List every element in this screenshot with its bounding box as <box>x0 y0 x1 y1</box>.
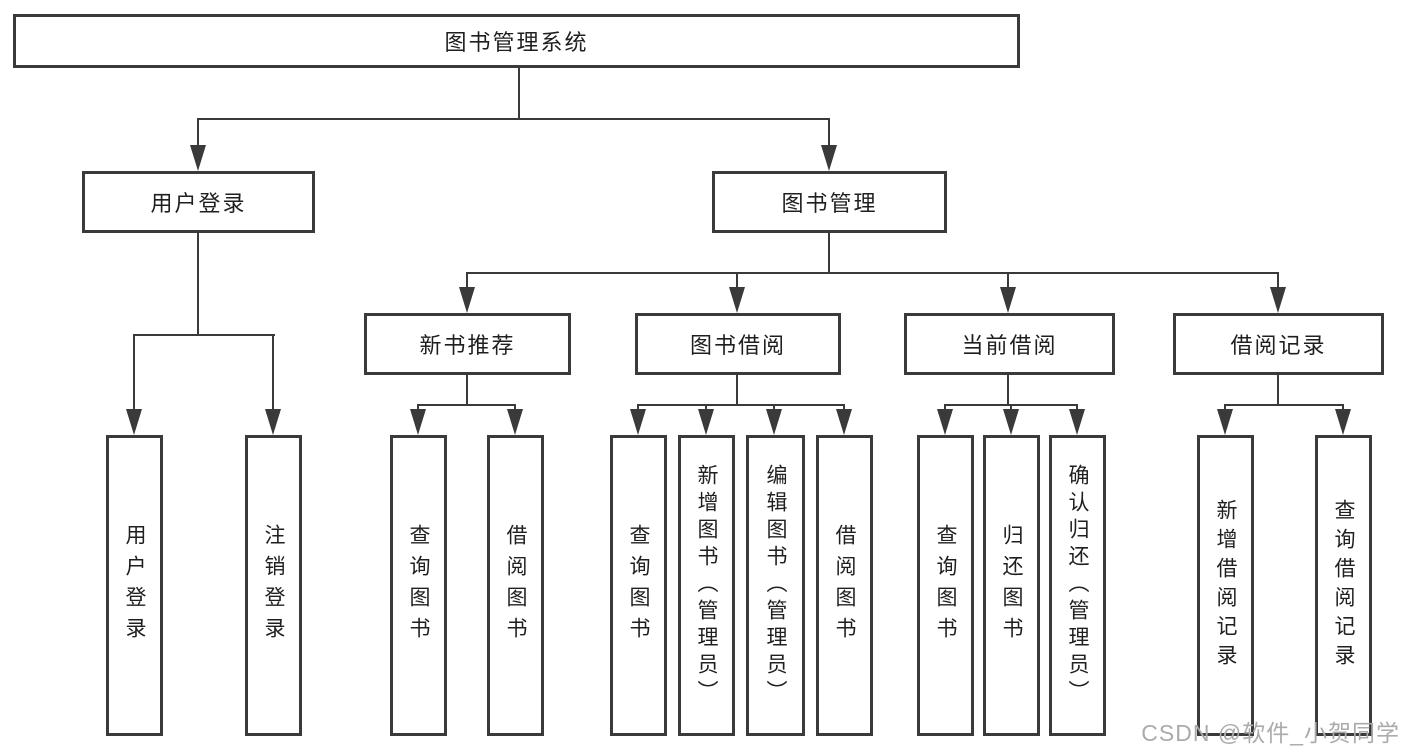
arrow-down-icon <box>937 409 953 435</box>
connector-to-leaf <box>637 404 639 411</box>
connector-to-current-borrowing <box>1007 272 1009 289</box>
arrow-down-icon <box>265 409 281 435</box>
node-user-login-label: 用户登录 <box>150 191 247 216</box>
leaf-cb-return-books-label: 归还图书 <box>1000 523 1023 648</box>
node-borrowing-records: 借阅记录 <box>1173 313 1384 375</box>
connector-to-book-management <box>828 118 830 148</box>
connector-to-leaf <box>944 404 946 411</box>
node-book-management-label: 图书管理 <box>781 191 878 216</box>
node-current-borrowing-label: 当前借阅 <box>961 333 1058 358</box>
leaf-user-login-label: 用户登录 <box>123 523 146 648</box>
connector-to-leaf <box>417 404 419 411</box>
connector-to-leaf <box>514 404 516 411</box>
connector-to-leaf <box>773 404 775 411</box>
connector-to-new-book-recommend <box>466 272 468 289</box>
arrow-down-icon <box>126 409 142 435</box>
leaf-nbr-query-books-label: 查询图书 <box>407 523 430 648</box>
connector-bb-bus <box>637 404 845 406</box>
leaf-cb-query-books: 查询图书 <box>917 435 974 736</box>
connector-root-stem <box>518 68 520 119</box>
leaf-bb-edit-books: 编辑图书（管理员） <box>746 435 805 736</box>
node-current-borrowing: 当前借阅 <box>904 313 1115 375</box>
arrow-down-icon <box>630 409 646 435</box>
node-new-book-recommend-label: 新书推荐 <box>419 333 516 358</box>
node-book-borrowing-label: 图书借阅 <box>689 333 786 358</box>
arrow-down-icon <box>729 287 745 313</box>
connector-to-leaf <box>1010 404 1012 411</box>
leaf-bb-query-books: 查询图书 <box>610 435 667 736</box>
leaf-user-login: 用户登录 <box>106 435 163 736</box>
node-book-borrowing: 图书借阅 <box>635 313 841 375</box>
connector-to-leaf-user-login <box>133 334 135 411</box>
arrow-down-icon <box>1003 409 1019 435</box>
node-root-label: 图书管理系统 <box>444 30 589 55</box>
leaf-nbr-borrow-books: 借阅图书 <box>487 435 544 736</box>
connector-bb-stem <box>736 375 738 406</box>
arrow-down-icon <box>1217 409 1233 435</box>
leaf-bb-edit-books-label: 编辑图书（管理员） <box>764 464 787 707</box>
connector-level3-bus <box>466 272 1279 274</box>
arrow-down-icon <box>1069 409 1085 435</box>
connector-nbr-stem <box>466 375 468 406</box>
arrow-down-icon <box>507 409 523 435</box>
leaf-bb-add-books: 新增图书（管理员） <box>678 435 735 736</box>
node-borrowing-records-label: 借阅记录 <box>1230 333 1327 358</box>
leaf-cb-confirm-return-label: 确认归还（管理员） <box>1066 464 1089 707</box>
connector-br-stem <box>1277 375 1279 406</box>
connector-user-login-bus <box>133 334 275 336</box>
arrow-down-icon <box>836 409 852 435</box>
leaf-nbr-borrow-books-label: 借阅图书 <box>504 523 527 648</box>
connector-cb-stem <box>1007 375 1009 406</box>
leaf-bb-query-books-label: 查询图书 <box>627 523 650 648</box>
connector-nbr-bus <box>417 404 516 406</box>
node-book-management: 图书管理 <box>712 171 947 233</box>
connector-to-borrowing-records <box>1277 272 1279 289</box>
connector-br-bus <box>1224 404 1344 406</box>
connector-user-login-stem <box>197 233 199 336</box>
arrow-down-icon <box>698 409 714 435</box>
arrow-down-icon <box>459 287 475 313</box>
arrow-down-icon <box>1000 287 1016 313</box>
leaf-cb-confirm-return: 确认归还（管理员） <box>1049 435 1106 736</box>
connector-to-leaf <box>1224 404 1226 411</box>
leaf-nbr-query-books: 查询图书 <box>390 435 447 736</box>
arrow-down-icon <box>410 409 426 435</box>
connector-to-leaf-logout <box>272 334 274 411</box>
arrow-down-icon <box>1335 409 1351 435</box>
leaf-cb-query-books-label: 查询图书 <box>934 523 957 648</box>
connector-to-leaf <box>705 404 707 411</box>
leaf-br-add-record: 新增借阅记录 <box>1197 435 1254 736</box>
arrow-down-icon <box>190 145 206 171</box>
connector-to-leaf <box>843 404 845 411</box>
node-user-login: 用户登录 <box>82 171 315 233</box>
connector-to-leaf <box>1342 404 1344 411</box>
connector-to-user-login <box>197 118 199 148</box>
leaf-br-query-record: 查询借阅记录 <box>1315 435 1372 736</box>
arrow-down-icon <box>821 145 837 171</box>
connector-to-book-borrowing <box>736 272 738 289</box>
node-new-book-recommend: 新书推荐 <box>364 313 571 375</box>
connector-level2-bus <box>197 118 830 120</box>
leaf-bb-borrow-books-label: 借阅图书 <box>833 523 856 648</box>
csdn-watermark: CSDN @软件_小贺同学 <box>1141 720 1400 746</box>
node-root: 图书管理系统 <box>13 14 1020 68</box>
leaf-br-add-record-label: 新增借阅记录 <box>1214 498 1237 673</box>
connector-to-leaf <box>1076 404 1078 411</box>
arrow-down-icon <box>766 409 782 435</box>
leaf-br-query-record-label: 查询借阅记录 <box>1332 498 1355 673</box>
connector-book-management-stem <box>828 233 830 274</box>
leaf-bb-borrow-books: 借阅图书 <box>816 435 873 736</box>
arrow-down-icon <box>1270 287 1286 313</box>
leaf-cb-return-books: 归还图书 <box>983 435 1040 736</box>
leaf-logout: 注销登录 <box>245 435 302 736</box>
leaf-bb-add-books-label: 新增图书（管理员） <box>695 464 718 707</box>
leaf-logout-label: 注销登录 <box>262 523 285 648</box>
